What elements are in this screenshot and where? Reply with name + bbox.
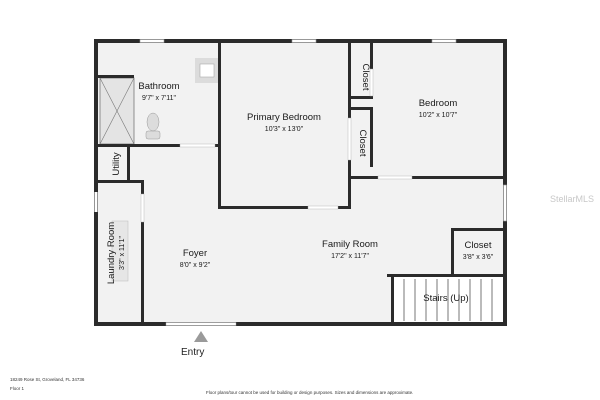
footer-disclaimer: Floor plans/tour cannot be used for buil… [206,390,414,395]
bedroom-name: Bedroom [419,98,458,109]
footer-address: 18249 Rose St, Groveland, FL 34736 [10,377,85,382]
footer-floor: Floor 1 [10,386,25,391]
utility-name: Utility [111,152,122,175]
door-opening [307,205,339,210]
window [139,39,165,43]
door-opening [347,117,352,161]
entry-arrow-icon [194,331,208,342]
stairs-name: Stairs (Up) [423,293,468,304]
closet-right-dims: 3'8" x 3'6" [463,254,494,261]
sink-icon [195,58,219,83]
bathroom-dims: 9'7" x 7'11" [142,95,176,102]
entry-label: Entry [181,347,205,358]
foyer-dims: 8'0" x 9'2" [180,262,211,269]
door-opening [140,193,145,223]
front-door-opening [165,322,237,326]
stair-treads [403,279,493,321]
bedroom-dims: 10'2" x 10'7" [419,112,458,119]
closet-top-name: Closet [360,64,371,91]
family-room-dims: 17'2" x 11'7" [331,253,369,260]
door-opening [369,68,374,97]
toilet-icon [145,112,161,140]
closet-mid-name: Closet [357,130,368,157]
bathroom-name: Bathroom [138,81,179,92]
door-opening [94,192,98,212]
laundry-dims: 3'3" x 11'1" [119,235,126,269]
closet-right-name: Closet [465,240,492,251]
primary-bedroom-dims: 10'3" x 13'0" [265,126,304,133]
primary-bedroom-name: Primary Bedroom [247,112,321,123]
window [291,39,317,43]
family-room-name: Family Room [322,239,378,250]
watermark: StellarMLS [549,194,594,204]
door-opening [179,143,216,148]
foyer-name: Foyer [183,248,207,259]
window [431,39,457,43]
door-opening [377,175,413,180]
shower-icon [99,77,135,145]
window [503,184,507,222]
laundry-name: Laundry Room [106,222,117,284]
washer-dryer-icon [111,220,129,282]
